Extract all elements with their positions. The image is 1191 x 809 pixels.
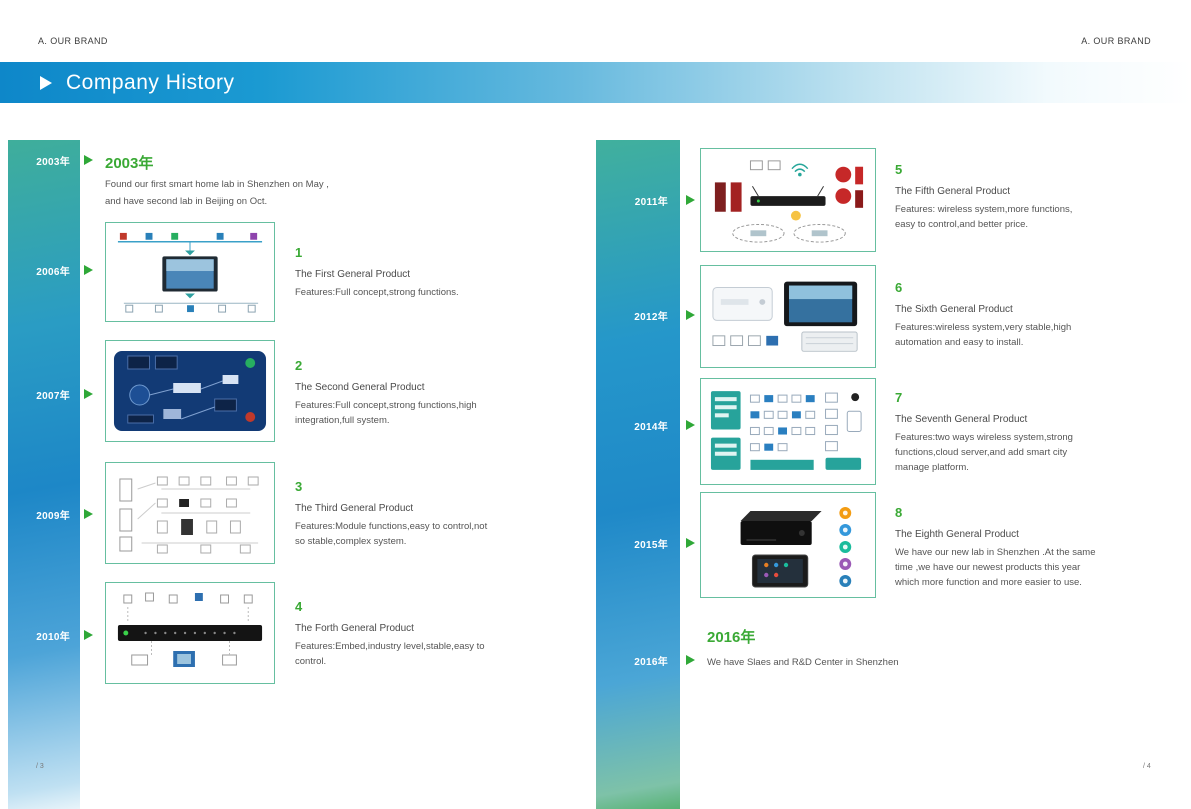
product-number: 2 — [295, 358, 303, 373]
product-number: 5 — [895, 162, 903, 177]
product-description: Features:Module functions,easy to contro… — [295, 521, 488, 547]
product-number: 4 — [295, 599, 303, 614]
timeline-year-label: 2015年 — [634, 540, 668, 551]
product-entry-4: 4 The Forth General Product Features:Emb… — [295, 599, 545, 669]
product-number: 8 — [895, 505, 903, 520]
product-diagram-2 — [113, 351, 267, 431]
timeline-arrow-icon — [686, 195, 695, 205]
timeline-year-label: 2003年 — [36, 157, 70, 168]
product-number: 6 — [895, 280, 903, 295]
product-diagram-8 — [740, 507, 852, 588]
product-entry-2: 2 The Second General Product Features:Fu… — [295, 358, 545, 428]
product-description: Features:two ways wireless system,strong… — [895, 432, 1073, 473]
timeline-year-label: 2009年 — [36, 511, 70, 522]
outro-year-heading: 2016年 — [707, 629, 756, 646]
timeline-arrow-icon — [84, 155, 93, 165]
product-title: The Second General Product — [295, 382, 425, 393]
page-number-right: / 4 — [1143, 763, 1151, 770]
timeline-arrow-icon — [84, 630, 93, 640]
product-entry-8: 8 The Eighth General Product We have our… — [895, 505, 1160, 590]
product-entry-5: 5 The Fifth General Product Features: wi… — [895, 162, 1160, 232]
timeline-arrow-icon — [686, 655, 695, 665]
product-diagram-6 — [712, 281, 858, 352]
product-diagram-4 — [117, 592, 263, 667]
product-entry-3: 3 The Third General Product Features:Mod… — [295, 479, 545, 549]
product-image-box-3 — [105, 462, 275, 564]
page-title: Company History — [66, 70, 235, 94]
product-entry-6: 6 The Sixth General Product Features:wir… — [895, 280, 1160, 350]
product-description: Features:Full concept,strong functions,h… — [295, 400, 477, 426]
timeline-year-label: 2007年 — [36, 391, 70, 402]
product-image-box-1 — [105, 222, 275, 322]
product-image-box-7 — [700, 378, 876, 485]
product-description: Features:Embed,industry level,stable,eas… — [295, 641, 485, 667]
intro-year-heading: 2003年 — [105, 155, 154, 172]
product-image-box-5 — [700, 148, 876, 252]
intro-text: Found our first smart home lab in Shenzh… — [105, 179, 329, 207]
timeline-arrow-icon — [686, 420, 695, 430]
timeline-year-label: 2014年 — [634, 422, 668, 433]
product-title: The Seventh General Product — [895, 414, 1028, 425]
product-number: 1 — [295, 245, 303, 260]
product-image-box-4 — [105, 582, 275, 684]
timeline-year-label: 2016年 — [634, 657, 668, 668]
product-title: The Sixth General Product — [895, 304, 1013, 315]
section-banner: Company History — [0, 62, 1191, 103]
header-label-right: A. OUR BRAND — [1081, 36, 1151, 46]
timeline-arrow-icon — [84, 509, 93, 519]
timeline-arrow-icon — [84, 265, 93, 275]
timeline-year-label: 2012年 — [634, 312, 668, 323]
product-description: Features:Full concept,strong functions. — [295, 287, 459, 298]
product-image-box-8 — [700, 492, 876, 598]
product-diagram-1 — [117, 232, 263, 313]
timeline-year-label: 2011年 — [634, 197, 668, 208]
product-description: Features:wireless system,very stable,hig… — [895, 322, 1072, 348]
product-title: The Forth General Product — [295, 623, 414, 634]
product-diagram-3 — [119, 476, 259, 554]
play-triangle-icon — [40, 75, 52, 90]
timeline-arrow-icon — [686, 538, 695, 548]
product-image-box-2 — [105, 340, 275, 442]
product-title: The Eighth General Product — [895, 529, 1019, 540]
page-number-left: / 3 — [36, 763, 44, 770]
product-number: 7 — [895, 390, 903, 405]
product-title: The Fifth General Product — [895, 186, 1011, 197]
product-description: We have our new lab in Shenzhen .At the … — [895, 547, 1096, 588]
product-entry-7: 7 The Seventh General Product Features:t… — [895, 390, 1160, 475]
product-image-box-6 — [700, 265, 876, 368]
outro-text: We have Slaes and R&D Center in Shenzhen — [707, 657, 899, 668]
product-title: The Third General Product — [295, 503, 414, 514]
timeline-bar-left — [8, 140, 80, 809]
product-number: 3 — [295, 479, 303, 494]
product-entry-1: 1 The First General Product Features:Ful… — [295, 245, 545, 300]
timeline-year-label: 2010年 — [36, 632, 70, 643]
header-label-left: A. OUR BRAND — [38, 36, 108, 46]
product-description: Features: wireless system,more functions… — [895, 204, 1073, 230]
timeline-bar-right — [596, 140, 680, 809]
product-diagram-7 — [710, 391, 862, 470]
product-title: The First General Product — [295, 269, 411, 280]
product-diagram-5 — [714, 160, 864, 243]
timeline-arrow-icon — [686, 310, 695, 320]
timeline-year-label: 2006年 — [36, 267, 70, 278]
timeline-arrow-icon — [84, 389, 93, 399]
